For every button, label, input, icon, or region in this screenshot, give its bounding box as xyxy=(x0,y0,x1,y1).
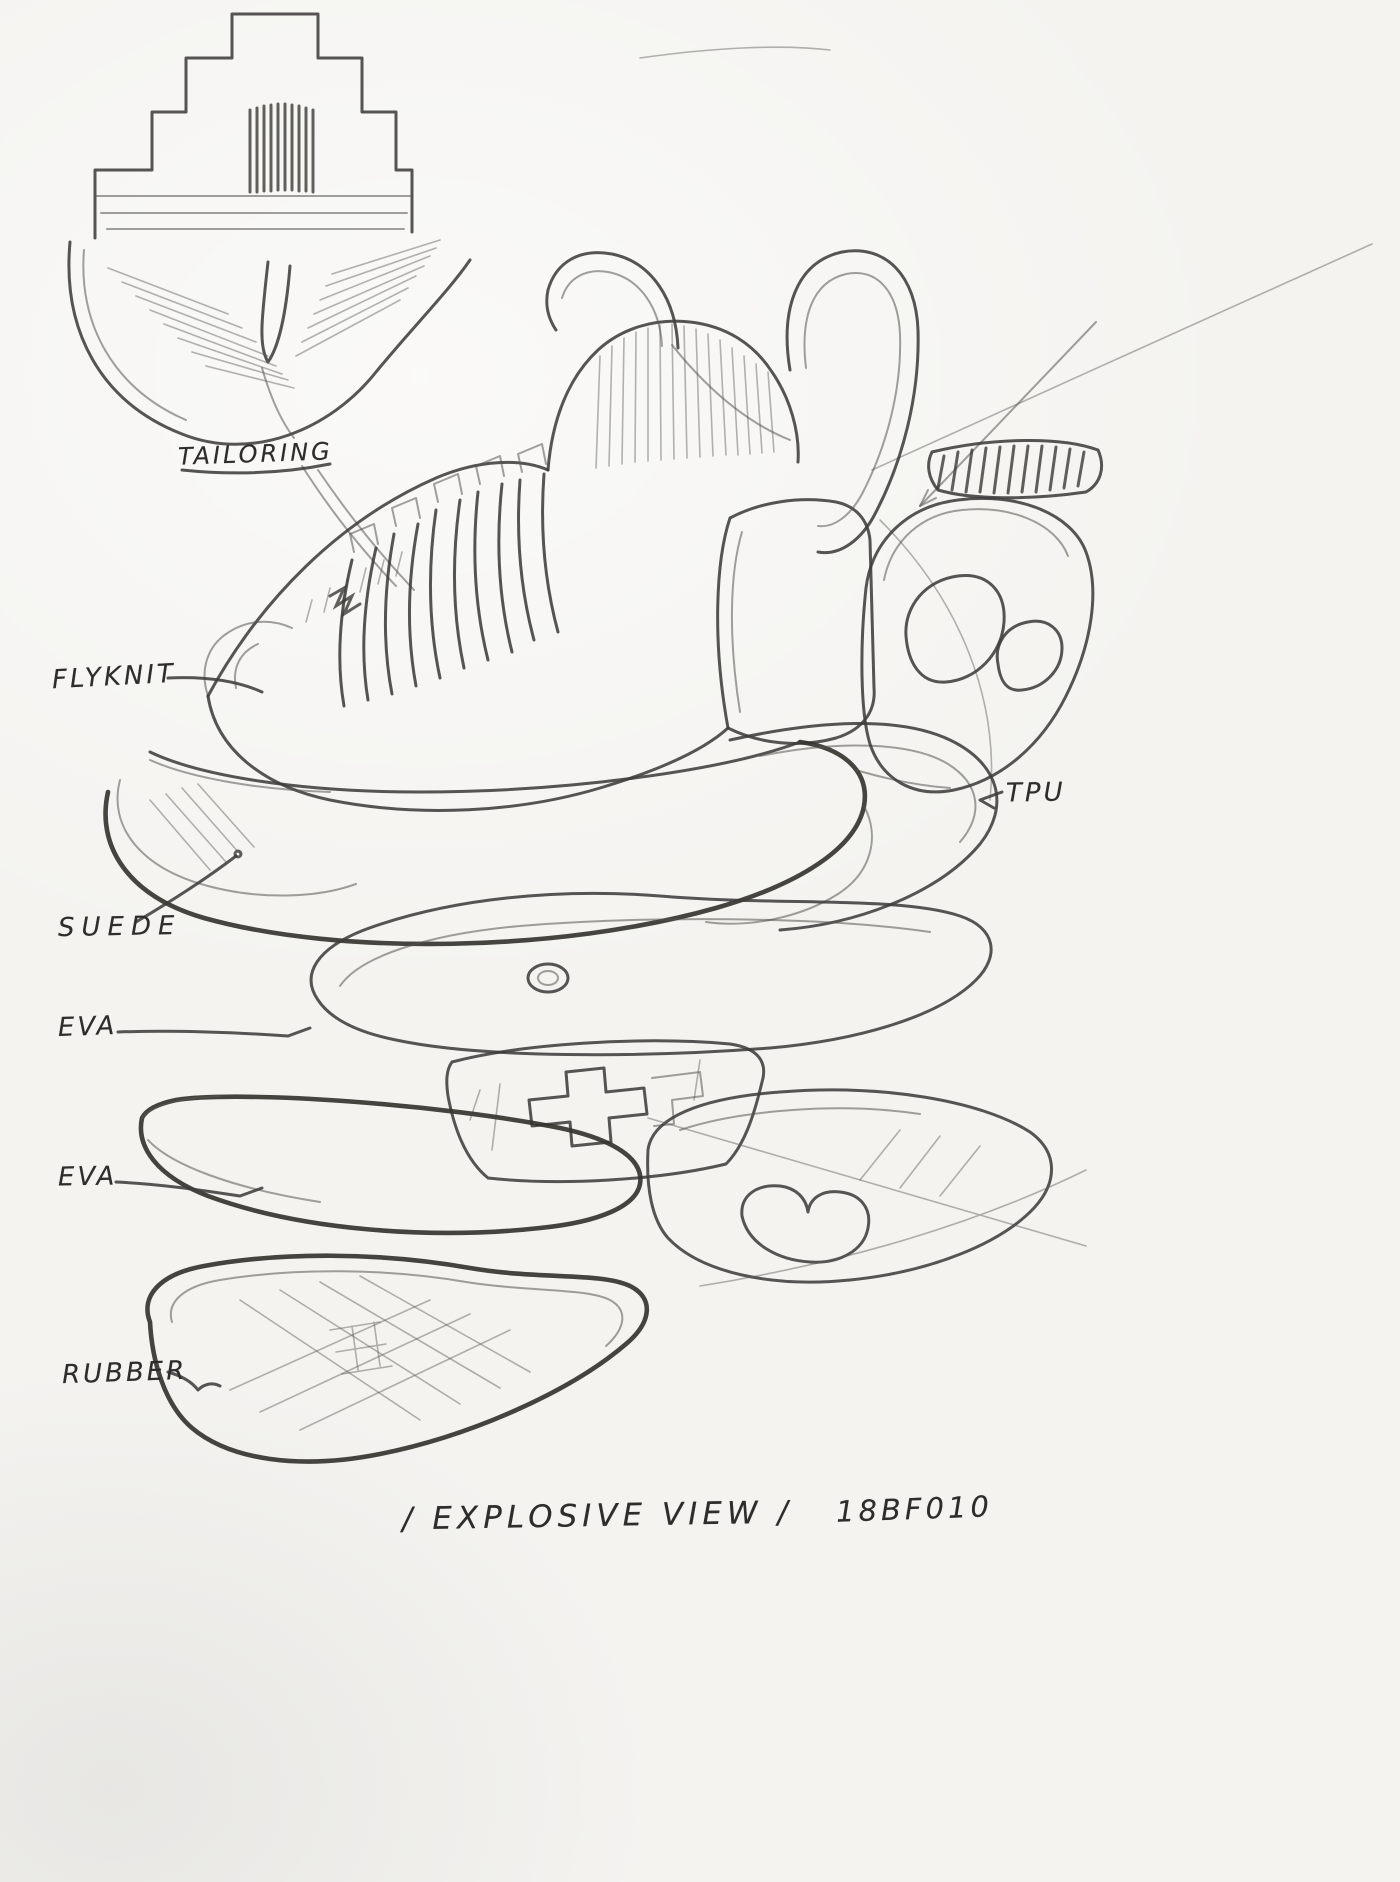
leader-lines xyxy=(114,462,1004,1392)
tailoring-detail-sketch xyxy=(67,12,472,591)
shank-plug-sketch xyxy=(445,1039,766,1184)
drawing-code: 18BF010 xyxy=(835,1489,994,1529)
tpu-frame-sketch xyxy=(860,439,1103,794)
eva-layer-2-sketch xyxy=(138,1088,1087,1287)
construction-lines xyxy=(639,46,1373,801)
eva-layer-1-sketch xyxy=(309,891,993,1057)
caption-explosive-view: / EXPLOSIVE VIEW / xyxy=(401,1494,794,1538)
label-tpu: TPU xyxy=(1005,777,1066,809)
label-eva-top: EVA xyxy=(57,1010,118,1044)
label-rubber: RUBBER xyxy=(61,1355,188,1391)
label-eva-bottom: EVA xyxy=(57,1161,118,1193)
upper-sketch xyxy=(203,249,920,812)
label-suede: SUEDE xyxy=(57,910,182,944)
midsole-wrap-sketch xyxy=(103,722,999,947)
label-tailoring: TAILORING xyxy=(177,437,334,471)
rubber-outsole-sketch xyxy=(145,1253,650,1464)
